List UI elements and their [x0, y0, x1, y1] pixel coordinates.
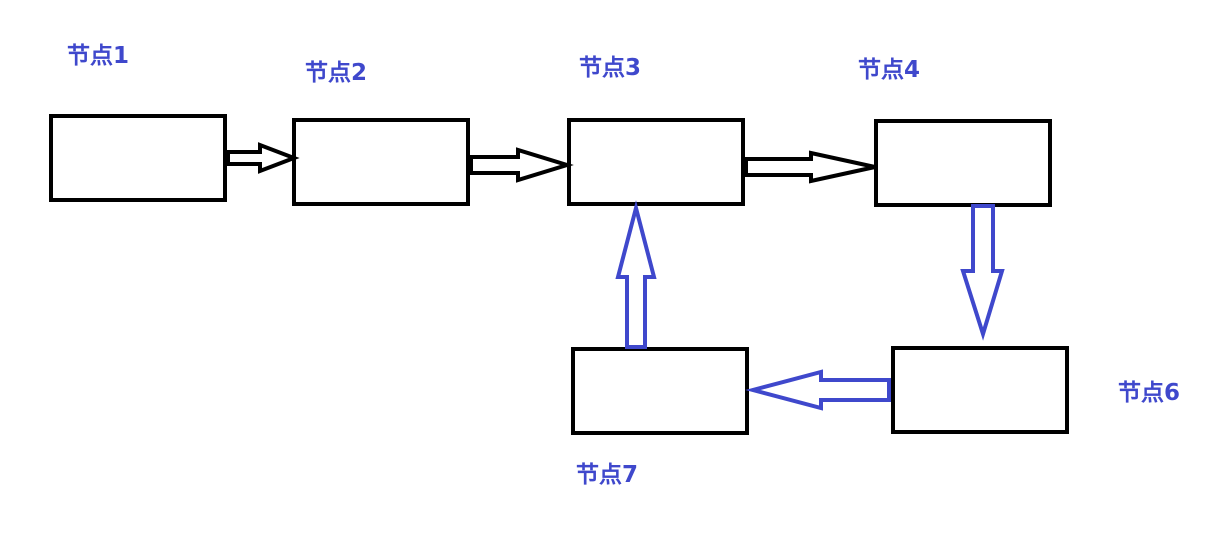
- arrow-node1-to-node2: [226, 142, 300, 174]
- node-label-3: 节点3: [579, 55, 641, 81]
- arrow-node2-to-node3: [469, 147, 574, 183]
- node-label-4: 节点4: [858, 57, 920, 83]
- node-label-1: 节点1: [67, 43, 129, 69]
- node-label-6: 节点6: [1118, 380, 1180, 406]
- arrow-node7-to-node3: [615, 200, 657, 349]
- node-label-2: 节点2: [305, 60, 367, 86]
- arrow-node4-to-node6: [960, 204, 1005, 341]
- node-box-6: [891, 346, 1069, 434]
- node-box-1: [49, 114, 227, 202]
- node-box-7: [571, 347, 749, 435]
- arrow-node6-to-node7: [745, 369, 891, 411]
- arrow-node3-to-node4: [744, 150, 876, 184]
- node-box-2: [292, 118, 470, 206]
- node-label-7: 节点7: [576, 462, 638, 488]
- node-box-4: [874, 119, 1052, 207]
- node-box-3: [567, 118, 745, 206]
